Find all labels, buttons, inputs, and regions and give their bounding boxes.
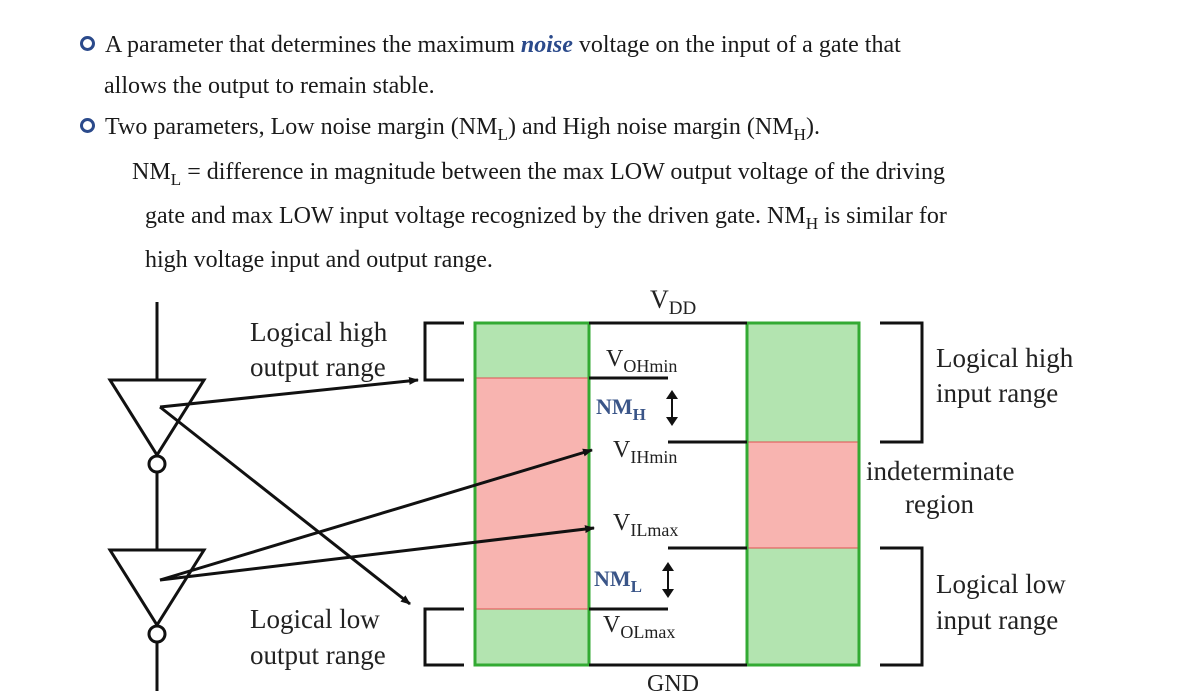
- input-bar-border: [745, 321, 861, 667]
- arrow-to-v-il-max: [159, 525, 595, 582]
- low-output-bracket: [423, 607, 464, 667]
- text-segment: voltage on the input of a gate that: [572, 32, 901, 58]
- nm-h-double-arrow-icon: [666, 390, 678, 426]
- text-segment: gate and max LOW input voltage recognize…: [145, 203, 806, 229]
- input-voltage-bar: [745, 321, 861, 667]
- text-segment: = difference in magnitude between the ma…: [181, 159, 945, 185]
- high-output-bracket: [423, 321, 464, 382]
- nm-l-label: NML: [594, 566, 642, 596]
- noise-emphasis: noise: [520, 32, 573, 58]
- bullet-1-line-1: A parameter that determines the maximum …: [80, 31, 901, 59]
- bullet-1-line-2: allows the output to remain stable.: [104, 73, 435, 99]
- indeterminate-label-2: region: [905, 489, 974, 519]
- arrow-to-high-output: [159, 376, 419, 409]
- v-ih-min-label: VIHmin: [613, 437, 677, 467]
- output-bar-border: [473, 321, 591, 667]
- subscript: L: [497, 125, 508, 145]
- high-input-bracket: [880, 321, 924, 444]
- logical-high-output-label-1: Logical high: [250, 317, 388, 347]
- logical-low-output-label-1: Logical low: [250, 604, 380, 634]
- circle-bullet-icon: [80, 118, 95, 133]
- logical-high-input-label-1: Logical high: [936, 343, 1074, 373]
- text-segment: ).: [805, 114, 820, 140]
- logical-low-input-label-2: input range: [936, 605, 1058, 635]
- driven-gate-icon: [107, 548, 207, 644]
- logical-high-output-label-2: output range: [250, 352, 386, 382]
- definition-line-2: gate and max LOW input voltage recognize…: [145, 202, 947, 234]
- arrow-to-v-ih-min: [159, 448, 593, 582]
- vdd-label: VDD: [650, 285, 696, 319]
- text-segment: is similar for: [818, 203, 947, 229]
- text-segment: Two parameters, Low noise margin (NM: [105, 114, 498, 140]
- subscript: L: [170, 170, 182, 190]
- v-oh-min-label: VOHmin: [606, 346, 677, 376]
- definition-line-1: NML = difference in magnitude between th…: [132, 158, 945, 190]
- text-segment: NM: [132, 159, 171, 185]
- nm-h-label: NMH: [596, 394, 646, 424]
- output-indeterminate-zone: [474, 377, 590, 610]
- low-input-bracket: [880, 546, 924, 667]
- logical-high-input-label-2: input range: [936, 378, 1058, 408]
- text-segment: A parameter that determines the maximum: [105, 32, 521, 58]
- subscript: H: [793, 125, 806, 145]
- circle-bullet-icon: [80, 36, 95, 51]
- subscript: H: [805, 214, 819, 234]
- driving-gate-icon: [107, 378, 207, 474]
- bullet-2-line: Two parameters, Low noise margin (NML) a…: [80, 113, 820, 145]
- logical-low-output-label-2: output range: [250, 640, 386, 670]
- arrow-to-low-output: [159, 405, 411, 606]
- v-il-max-label: VILmax: [613, 510, 678, 540]
- v-ol-max-label: VOLmax: [603, 612, 675, 642]
- logical-low-input-label-1: Logical low: [936, 569, 1066, 599]
- definition-line-3: high voltage input and output range.: [145, 247, 493, 273]
- indeterminate-label-1: indeterminate: [866, 456, 1014, 486]
- nm-l-double-arrow-icon: [662, 562, 674, 598]
- input-indeterminate-zone: [746, 441, 860, 549]
- text-segment: ) and High noise margin (NM: [508, 114, 794, 140]
- output-voltage-bar: [473, 321, 591, 667]
- gnd-label: GND: [647, 671, 699, 691]
